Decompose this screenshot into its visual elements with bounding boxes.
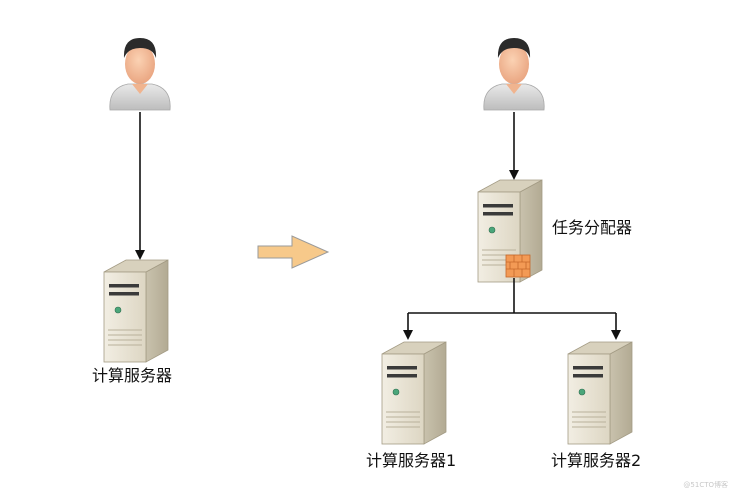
server-icon-left <box>103 259 169 363</box>
right-arrow-icon <box>257 235 330 269</box>
left-server-label: 计算服务器 <box>92 366 173 385</box>
server-2-label: 计算服务器2 <box>551 451 642 470</box>
server-icon-2 <box>567 341 633 445</box>
server-icon-1 <box>381 341 447 445</box>
firewall-icon <box>505 254 531 278</box>
dispatcher-label: 任务分配器 <box>552 218 633 237</box>
server-1-label: 计算服务器1 <box>366 451 457 470</box>
watermark: @51CTO博客 <box>683 481 728 489</box>
user-icon-right <box>483 37 545 111</box>
user-icon-left <box>109 37 171 111</box>
